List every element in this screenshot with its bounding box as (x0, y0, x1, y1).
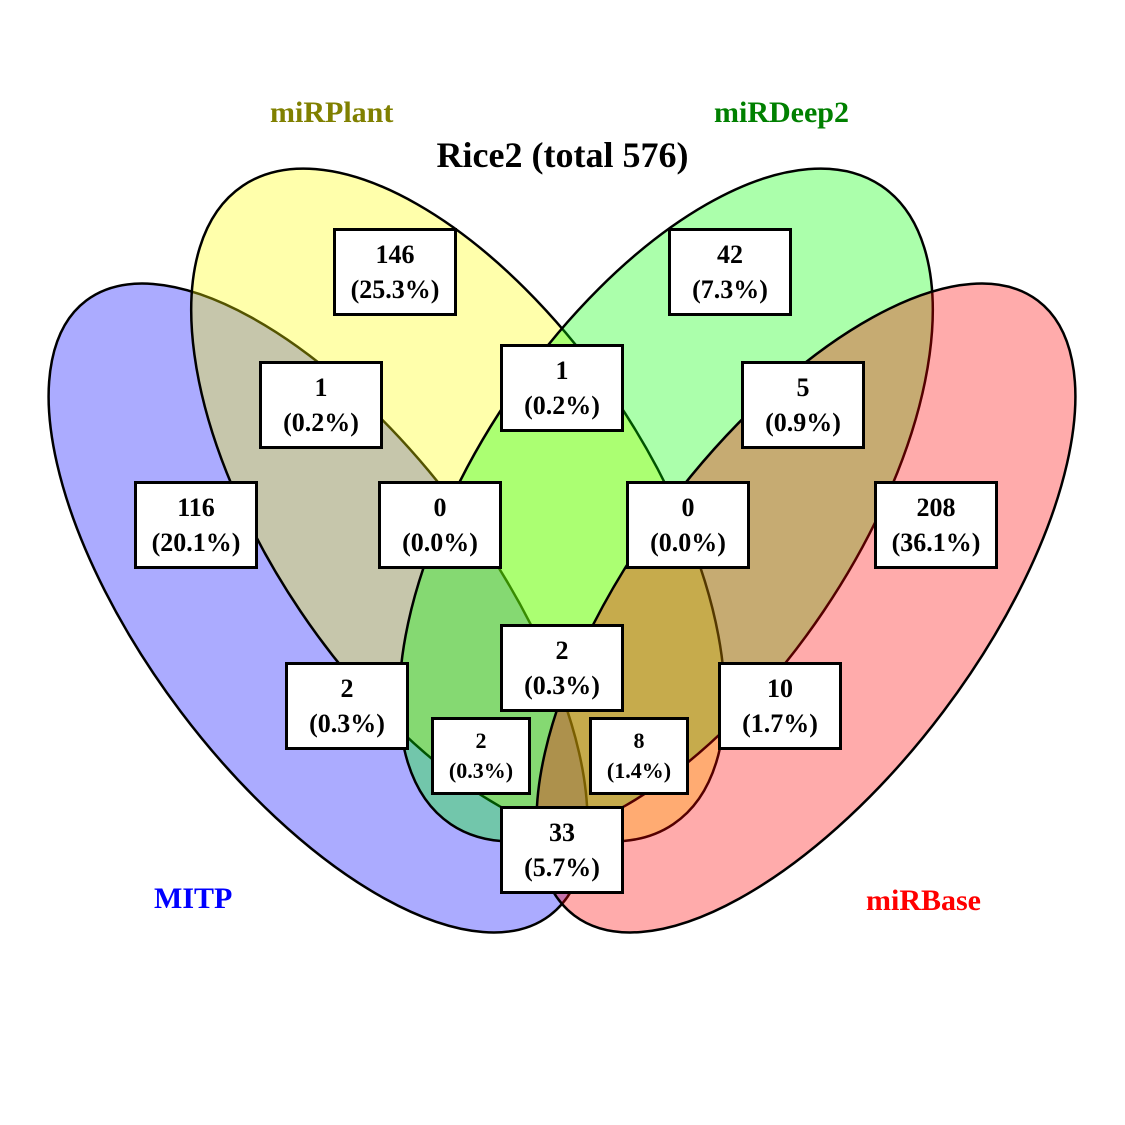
region-percent: (1.7%) (742, 709, 818, 738)
region-percent: (0.0%) (650, 528, 726, 557)
chart-title: Rice2 (total 576) (436, 135, 689, 175)
region-box: 2 (0.3%) (431, 717, 531, 795)
region-percent: (36.1%) (891, 528, 981, 557)
region-box: 208 (36.1%) (874, 481, 998, 569)
region-box: 146 (25.3%) (333, 228, 457, 316)
region-percent: (7.3%) (692, 275, 768, 304)
region-percent: (0.3%) (448, 758, 514, 783)
region-percent: (0.3%) (309, 709, 385, 738)
region-box: 1 (0.2%) (259, 361, 383, 449)
region-box: 42 (7.3%) (668, 228, 792, 316)
region-count: 42 (717, 240, 743, 269)
region-percent: (5.7%) (524, 853, 600, 882)
region-count: 2 (340, 674, 354, 703)
region-percent: (0.2%) (524, 391, 600, 420)
region-count: 1 (555, 356, 569, 385)
region-percent: (0.9%) (765, 408, 841, 437)
region-percent: (0.2%) (283, 408, 359, 437)
set-label-mirdeep2: miRDeep2 (714, 96, 849, 129)
region-box: 116 (20.1%) (134, 481, 258, 569)
region-count: 2 (555, 636, 569, 665)
region-count: 8 (633, 728, 645, 753)
region-count: 0 (433, 493, 447, 522)
set-label-mirbase: miRBase (866, 884, 981, 917)
region-percent: (0.0%) (402, 528, 478, 557)
region-count: 33 (549, 818, 575, 847)
region-box: 0 (0.0%) (626, 481, 750, 569)
region-box: 1 (0.2%) (500, 344, 624, 432)
region-count: 0 (681, 493, 695, 522)
region-box: 2 (0.3%) (500, 624, 624, 712)
region-percent: (1.4%) (606, 758, 672, 783)
region-box: 5 (0.9%) (741, 361, 865, 449)
region-count: 1 (314, 373, 328, 402)
region-count: 2 (475, 728, 487, 753)
region-count: 5 (796, 373, 810, 402)
region-percent: (25.3%) (350, 275, 440, 304)
region-count: 208 (916, 493, 956, 522)
region-box: 8 (1.4%) (589, 717, 689, 795)
region-box: 10 (1.7%) (718, 662, 842, 750)
region-count: 116 (177, 493, 215, 522)
region-count: 10 (767, 674, 793, 703)
region-box: 33 (5.7%) (500, 806, 624, 894)
region-box: 0 (0.0%) (378, 481, 502, 569)
region-count: 146 (375, 240, 415, 269)
region-box: 2 (0.3%) (285, 662, 409, 750)
region-percent: (0.3%) (524, 671, 600, 700)
region-percent: (20.1%) (151, 528, 241, 557)
set-label-mirplant: miRPlant (270, 96, 394, 129)
set-label-mitp: MITP (154, 882, 233, 915)
